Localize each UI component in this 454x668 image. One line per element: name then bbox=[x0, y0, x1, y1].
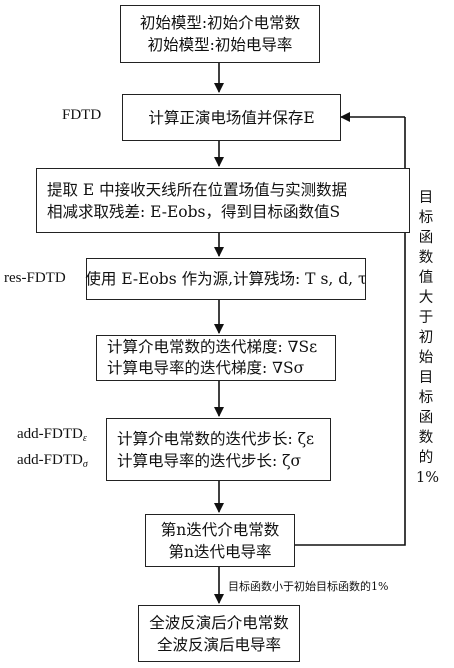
box-nth-iteration: 第n迭代介电常数 第n迭代电导率 bbox=[145, 514, 295, 567]
residual-text-line1: 提取 E 中接收天线所在位置场值与实测数据 bbox=[47, 180, 348, 199]
label-add-fdtd-epsilon-sub: ε bbox=[82, 433, 87, 444]
box-forward-modeling: 计算正演电场值并保存E bbox=[122, 94, 341, 141]
box-step-length: 计算介电常数的迭代步长: ζε 计算电导率的迭代步长: ζσ bbox=[106, 418, 331, 481]
iter-permittivity-text: 第n迭代介电常数 bbox=[160, 520, 280, 539]
final-permittivity-text: 全波反演后介电常数 bbox=[149, 613, 289, 632]
residual-text-line2: 相减求取残差: E-Eobs，得到目标函数值S bbox=[47, 202, 341, 221]
label-add-fdtd-sigma-main: add-FDTD bbox=[17, 452, 83, 468]
box-back-propagation: 使用 E-Eobs 作为源,计算残场: T s, d, τ bbox=[85, 258, 367, 300]
label-fdtd: FDTD bbox=[62, 107, 102, 123]
label-add-fdtd-sigma-sub: σ bbox=[82, 459, 88, 470]
box-gradient: 计算介电常数的迭代梯度: ∇Sε 计算电导率的迭代梯度: ∇Sσ bbox=[96, 335, 336, 381]
iter-conductivity-text: 第n迭代电导率 bbox=[168, 542, 272, 561]
step-permittivity-text: 计算介电常数的迭代步长: ζε bbox=[117, 429, 315, 448]
box-final-result: 全波反演后介电常数 全波反演后电导率 bbox=[138, 605, 300, 662]
label-add-fdtd-epsilon: add-FDTDε bbox=[17, 426, 87, 444]
back-propagation-text: 使用 E-Eobs 作为源,计算残场: T s, d, τ bbox=[85, 270, 367, 288]
final-conductivity-text: 全波反演后电导率 bbox=[156, 635, 281, 654]
box-residual: 提取 E 中接收天线所在位置场值与实测数据 相减求取残差: E-Eobs，得到目… bbox=[36, 168, 410, 233]
forward-text: 计算正演电场值并保存E bbox=[148, 108, 315, 127]
loop-condition-label: 目标函数值大于初始目标函数的1% bbox=[416, 190, 440, 486]
exit-condition-label: 目标函数小于初始目标函数的1% bbox=[228, 580, 389, 593]
box-initial-model: 初始模型:初始介电常数 初始模型:初始电导率 bbox=[120, 5, 320, 63]
step-conductivity-text: 计算电导率的迭代步长: ζσ bbox=[117, 451, 302, 470]
label-add-fdtd-sigma: add-FDTDσ bbox=[17, 452, 88, 470]
initial-permittivity-text: 初始模型:初始介电常数 bbox=[139, 14, 301, 32]
gradient-permittivity-text: 计算介电常数的迭代梯度: ∇Sε bbox=[107, 338, 318, 356]
feedback-loop-line bbox=[295, 117, 406, 546]
gradient-conductivity-text: 计算电导率的迭代梯度: ∇Sσ bbox=[107, 359, 305, 377]
label-add-fdtd-epsilon-main: add-FDTD bbox=[17, 426, 83, 442]
label-res-fdtd: res-FDTD bbox=[4, 270, 66, 286]
initial-conductivity-text: 初始模型:初始电导率 bbox=[147, 36, 293, 54]
